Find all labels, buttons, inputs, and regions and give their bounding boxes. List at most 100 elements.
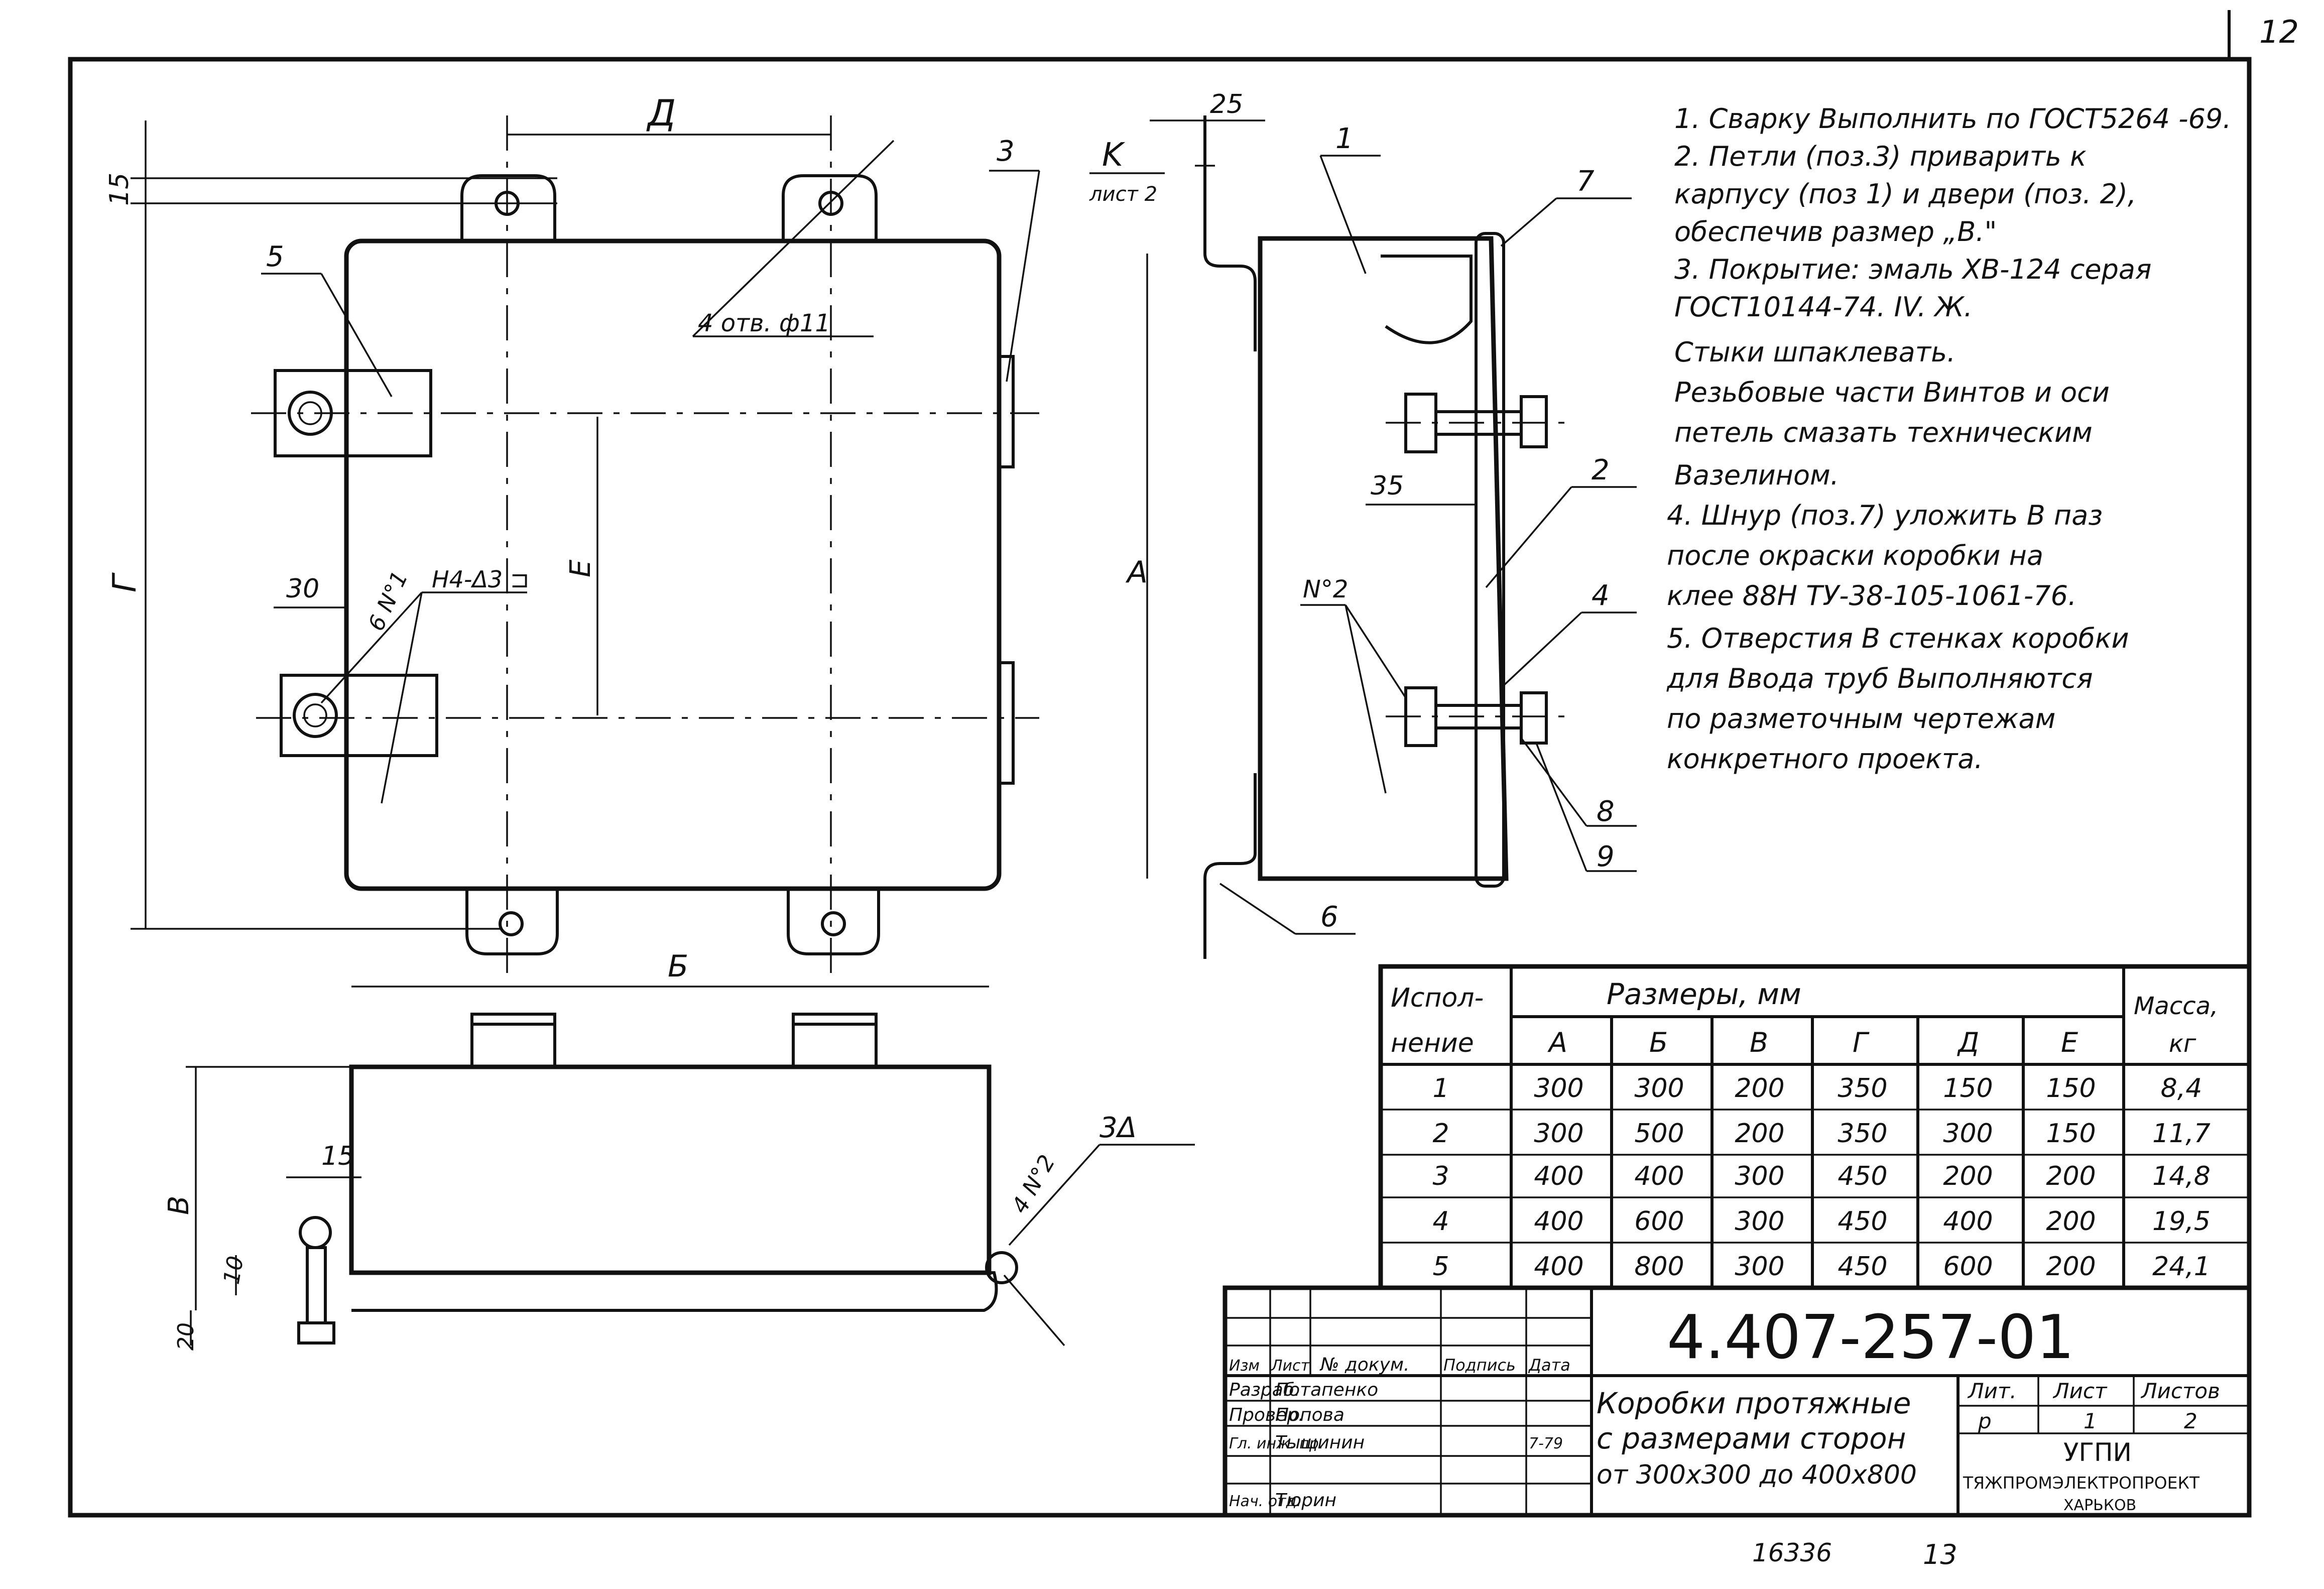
dim-15: 15 [104, 173, 135, 206]
dim-g: Г [106, 572, 144, 592]
note-line: Резьбовые части Винтов и оси [1674, 377, 2110, 408]
callout-1: 1 [1335, 123, 1354, 155]
box-body-front [344, 238, 1002, 891]
table-cell: 300 [1735, 1252, 1784, 1282]
note-line: ГОСТ10144-74. IV. Ж. [1674, 291, 1973, 323]
doc-number: 4.407-257-01 [1667, 1303, 2074, 1373]
inventory-number: 16336 [1752, 1538, 1832, 1567]
weld-label-3b: 3Δ [1099, 1112, 1137, 1144]
mounting-lug [787, 889, 880, 955]
callout-4: 4 [1592, 579, 1610, 612]
callout-7: 7 [1576, 165, 1595, 198]
tb-role: Разраб. [1229, 1380, 1300, 1400]
note-line: петель смазать техническим [1674, 417, 2093, 448]
table-header: А [1547, 1027, 1567, 1058]
tb-role: Гл. инж. пр. [1229, 1435, 1323, 1452]
table-cell: 150 [2046, 1073, 2096, 1104]
tb-sheet-val: 1 [2084, 1409, 2097, 1433]
org-city: ХАРЬКОВ [2063, 1497, 2136, 1514]
sheet-frame [68, 57, 2252, 1518]
table-cell: 8,4 [2161, 1073, 2203, 1104]
mounting-lug [782, 174, 878, 241]
title-line: Коробки протяжные [1597, 1386, 1911, 1420]
tb-name: Тюрин [1275, 1490, 1336, 1511]
view-k-sheet: лист 2 [1089, 183, 1157, 206]
note-line: карпусу (поз 1) и двери (поз. 2), [1674, 178, 2136, 210]
dim-a: А [1125, 555, 1148, 590]
dim-10: 10 [219, 1254, 249, 1286]
table-cell: 300 [1534, 1119, 1583, 1149]
tb-header: Лист [1271, 1357, 1310, 1375]
org-name: УГПИ [2063, 1438, 2132, 1467]
org-name: ТЯЖПРОМЭЛЕКТРОПРОЕКТ [1963, 1473, 2200, 1493]
table-cell: 600 [1634, 1206, 1684, 1237]
table-cell: 5 [1432, 1252, 1449, 1282]
note-line: Вазелином. [1674, 459, 1839, 491]
tb-name: Тыщинин [1275, 1432, 1365, 1453]
dim-20: 20 [173, 1322, 199, 1351]
table-cell: 200 [2046, 1252, 2096, 1282]
table-cell: 1 [1432, 1073, 1449, 1104]
table-cell: 14,8 [2152, 1161, 2211, 1191]
tb-header: Дата [1528, 1356, 1570, 1375]
dim-15b: 15 [321, 1141, 354, 1171]
tb-date: 7-79 [1529, 1435, 1563, 1452]
dim-25: 25 [1210, 89, 1243, 119]
page-number: 12 [2259, 14, 2299, 50]
table-header: Г [1853, 1027, 1870, 1058]
size-table: Испол- нение Размеры, мм Масса, кг А Б В… [1378, 964, 2252, 1290]
table-cell: 350 [1838, 1073, 1887, 1104]
table-cell: 450 [1838, 1206, 1887, 1237]
note-line: конкретного проекта. [1667, 743, 1983, 775]
table-cell: 300 [1943, 1119, 1993, 1149]
tb-name: Потапенко [1275, 1380, 1378, 1400]
note-line: клее 88Н ТУ-38-105-1061-76. [1667, 580, 2076, 612]
footer-page: 13 [1923, 1539, 1958, 1570]
note-line: 2. Петли (поз.3) приварить к [1674, 141, 2087, 172]
lug-hole [499, 911, 524, 936]
table-cell: 24,1 [2152, 1252, 2211, 1282]
tb-sheet-label: Лист [2052, 1379, 2108, 1403]
callout-3: 3 [997, 135, 1015, 168]
dim-v: В [163, 1196, 195, 1215]
table-cell: 200 [1943, 1161, 1993, 1191]
hinge [280, 674, 438, 757]
table-header: Испол- [1391, 983, 1484, 1013]
callout-8: 8 [1597, 795, 1615, 828]
weld-label-1b: 6 N°1 [363, 567, 413, 635]
dim-e: Е [564, 559, 597, 577]
callout-6: 6 [1320, 901, 1338, 933]
mounting-lug [465, 889, 559, 955]
box-body-bottom [349, 1064, 992, 1275]
table-header: Масса, [2134, 992, 2218, 1020]
title-line: от 300х300 до 400х800 [1597, 1460, 1917, 1490]
table-cell: 19,5 [2152, 1206, 2211, 1237]
table-header: В [1750, 1027, 1768, 1058]
note-line: по разметочным чертежам [1667, 703, 2055, 735]
table-cell: 800 [1634, 1252, 1684, 1282]
callout-9: 9 [1597, 840, 1615, 873]
note-line: 1. Сварку Выполнить по ГОСТ5264 -69. [1674, 103, 2231, 135]
table-cell: 200 [1735, 1119, 1784, 1149]
box-body-side [1258, 236, 1509, 881]
callout-2: 2 [1592, 454, 1610, 486]
dim-35: 35 [1371, 471, 1404, 501]
weld-label-3: 4 N°2 [1007, 1151, 1060, 1218]
table-cell: 400 [1634, 1161, 1684, 1191]
table-cell: 450 [1838, 1252, 1887, 1282]
note-line: 4. Шнур (поз.7) уложить В паз [1667, 500, 2103, 531]
tb-sheets-val: 2 [2184, 1409, 2197, 1433]
table-cell: 300 [1735, 1161, 1784, 1191]
note-line: Стыки шпаклевать. [1674, 336, 1955, 368]
table-cell: 400 [1534, 1252, 1583, 1282]
tb-name: Попова [1275, 1405, 1344, 1425]
table-cell: 150 [2046, 1119, 2096, 1149]
note-line: после окраски коробки на [1667, 540, 2043, 571]
note-line: 3. Покрытие: эмаль ХВ-124 серая [1674, 254, 2151, 285]
tb-role: Нач. отд. [1229, 1493, 1301, 1510]
note-line: обеспечив размер „В." [1674, 216, 1997, 248]
tb-header: Изм [1229, 1357, 1260, 1375]
side-view: 25 А 35 K лист 2 N°2 1 7 2 4 8 9 6 [1089, 89, 1637, 959]
table-header: Б [1649, 1027, 1668, 1058]
view-k: K [1102, 137, 1126, 174]
